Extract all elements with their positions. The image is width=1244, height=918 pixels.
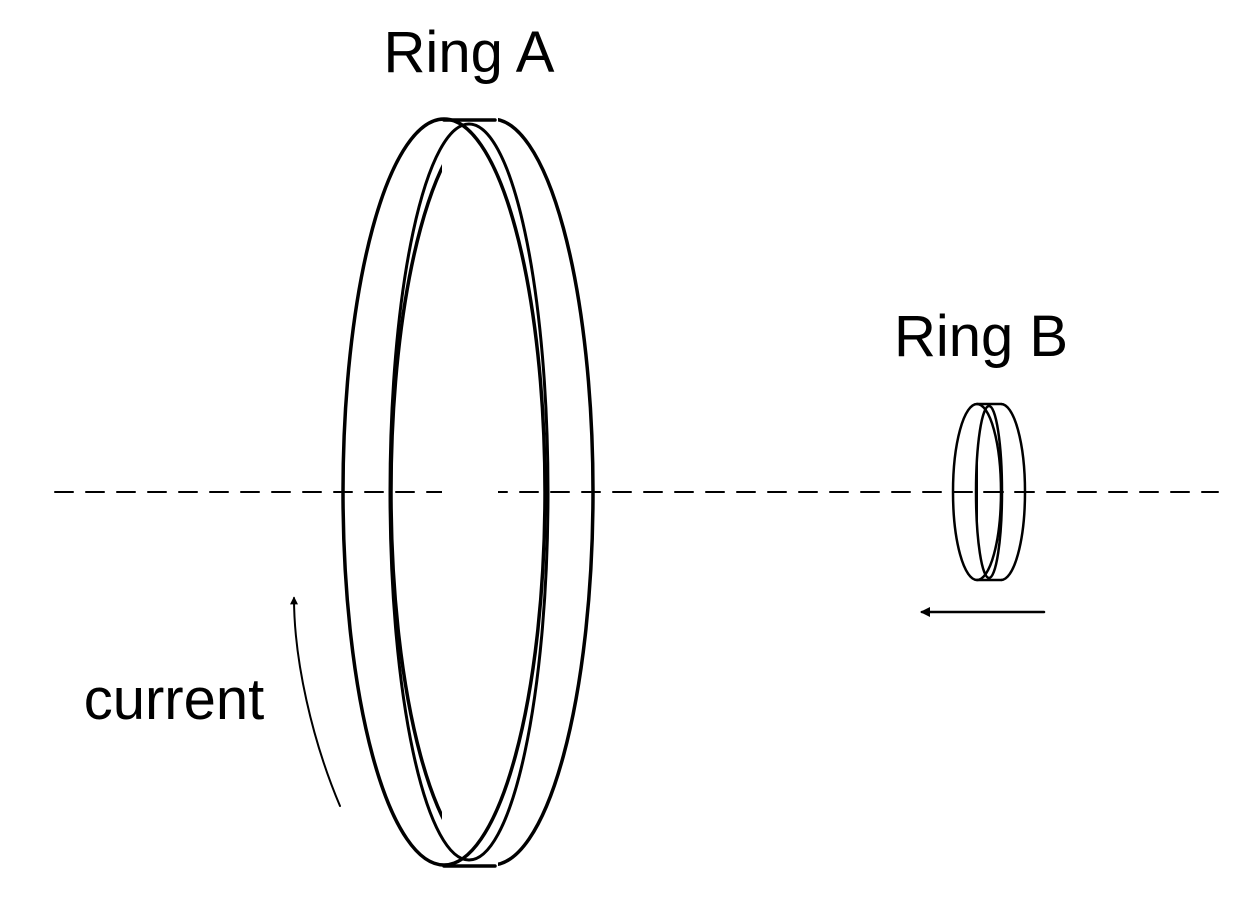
current-direction-arrow [290, 596, 341, 807]
ring-a-band-fill [442, 115, 498, 869]
ring-a-inner-edge [388, 122, 550, 862]
ring-a-label: Ring A [384, 20, 555, 85]
current-label: current [84, 667, 265, 732]
ring-b-label: Ring B [894, 304, 1068, 369]
ring-a-outer-front-edge [341, 117, 547, 867]
ring-a [341, 115, 595, 869]
ring-b [951, 402, 1027, 582]
